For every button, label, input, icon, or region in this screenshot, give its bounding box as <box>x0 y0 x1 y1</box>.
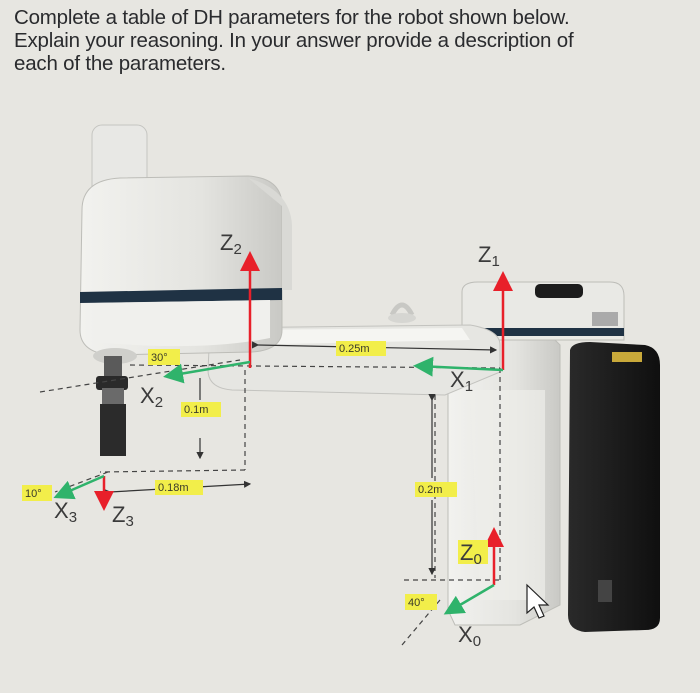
z3-label: Z3 <box>112 502 134 530</box>
angle-labels: 30° 10° 40° <box>22 349 437 610</box>
z2-label: Z2 <box>220 230 242 258</box>
x1-axis <box>413 356 504 377</box>
dim-018: 0.18m <box>158 482 189 494</box>
x2-axis <box>163 360 251 384</box>
angle-30: 30° <box>151 352 168 364</box>
angle-40: 40° <box>408 597 425 609</box>
x2-label: X2 <box>140 383 163 411</box>
question-line-2: Explain your reasoning. In your answer p… <box>14 29 574 52</box>
x3-label: X3 <box>54 498 77 526</box>
dimension-labels: 0.25m 0.1m 0.18m 0.2m <box>155 341 457 497</box>
x0-label: X0 <box>458 622 481 650</box>
question-line-1: Complete a table of DH parameters for th… <box>14 6 570 29</box>
robot-head <box>79 124 292 364</box>
question-text: Complete a table of DH parameters for th… <box>14 6 698 75</box>
angle-10: 10° <box>25 488 42 500</box>
x0-axis <box>443 583 495 615</box>
end-effector <box>96 356 128 456</box>
axis-labels: Z2 Z1 X1 X2 X3 Z3 Z0 X0 <box>54 230 500 650</box>
z0-highlight <box>458 540 488 564</box>
x3-axis <box>53 474 105 500</box>
question-line-3: each of the parameters. <box>14 52 226 75</box>
mouse-cursor-icon <box>526 583 550 619</box>
dim-01: 0.1m <box>184 404 208 416</box>
dim-025: 0.25m <box>339 343 370 355</box>
z1-label: Z1 <box>478 242 500 270</box>
dim-02: 0.2m <box>418 484 442 496</box>
x1-label: X1 <box>450 367 473 395</box>
z0-label: Z0 <box>460 540 482 568</box>
